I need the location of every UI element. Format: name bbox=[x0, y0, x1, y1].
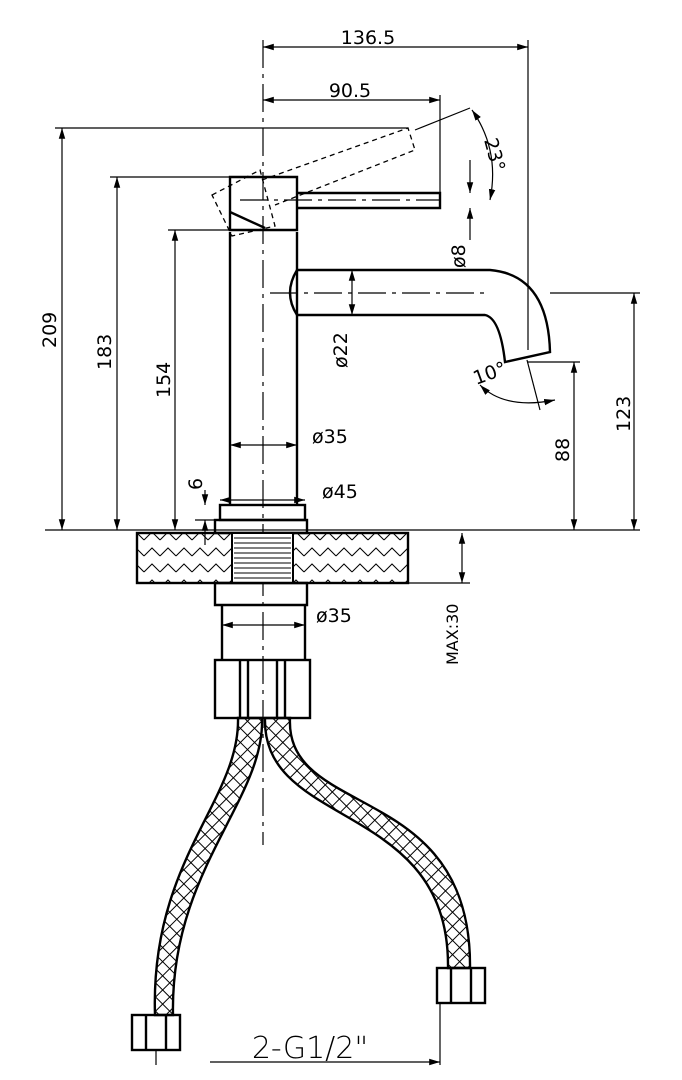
dim-overall-reach: 136.5 bbox=[341, 27, 395, 49]
spout bbox=[297, 268, 552, 364]
dim-shank-dia: ø35 bbox=[316, 605, 352, 627]
dim-lever-height: 183 bbox=[94, 334, 116, 370]
dim-total-height: 209 bbox=[39, 312, 61, 348]
dim-spout-dia: ø22 bbox=[330, 332, 352, 368]
connection-label: 2-G1/2" bbox=[252, 1031, 368, 1066]
dim-outlet-height: 88 bbox=[552, 438, 574, 462]
lever-raised-outline bbox=[211, 127, 416, 237]
dim-body-height: 154 bbox=[153, 362, 175, 398]
shank bbox=[213, 581, 312, 720]
dim-spout-height: 123 bbox=[613, 396, 635, 432]
dimension-lines bbox=[45, 40, 640, 1066]
flex-hoses bbox=[130, 716, 487, 1052]
dim-spout-angle: 10° bbox=[470, 358, 509, 390]
dim-lever-dia: ø8 bbox=[448, 244, 470, 268]
countertop-section bbox=[135, 531, 410, 585]
dim-body-dia: ø35 bbox=[312, 426, 348, 448]
dim-lever-angle: 23° bbox=[479, 136, 509, 174]
dim-lever-reach: 90.5 bbox=[329, 80, 371, 102]
dim-base-dia: ø45 bbox=[322, 481, 358, 503]
dim-max-counter: MAX:30 bbox=[443, 604, 462, 665]
dim-base-thickness: 6 bbox=[185, 478, 207, 490]
